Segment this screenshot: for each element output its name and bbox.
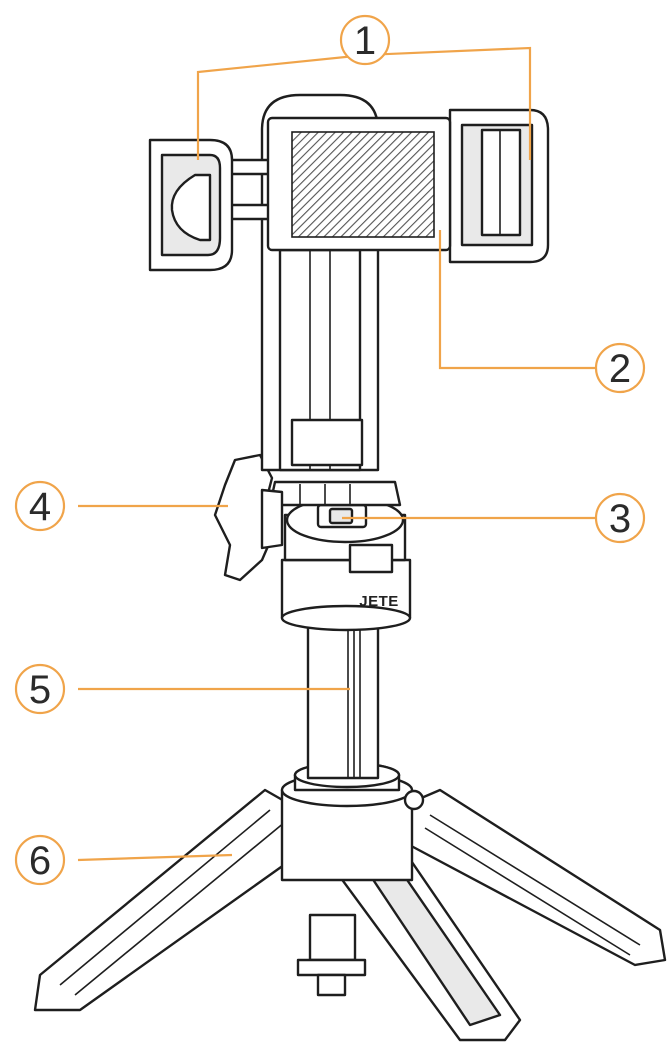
leader-lines [77,46,600,862]
callout-4-label: 4 [29,485,51,529]
callout-4: 4 [14,480,66,532]
callout-5: 5 [14,663,66,715]
brand-label: JETE [359,593,399,610]
callout-2-label: 2 [609,347,631,391]
callout-3-label: 3 [609,497,631,541]
callout-2: 2 [594,342,646,394]
callout-1-label: 1 [354,19,376,63]
leg-hub [280,761,425,882]
ball-head: JETE [268,480,412,632]
callout-1: 1 [339,14,391,66]
callout-5-label: 5 [29,668,51,712]
locking-knob [213,453,284,582]
phone-clamp [148,108,550,272]
callout-6-label: 6 [29,839,51,883]
callout-6: 6 [14,834,66,886]
callout-3: 3 [594,492,646,544]
extension-pole [306,618,380,780]
